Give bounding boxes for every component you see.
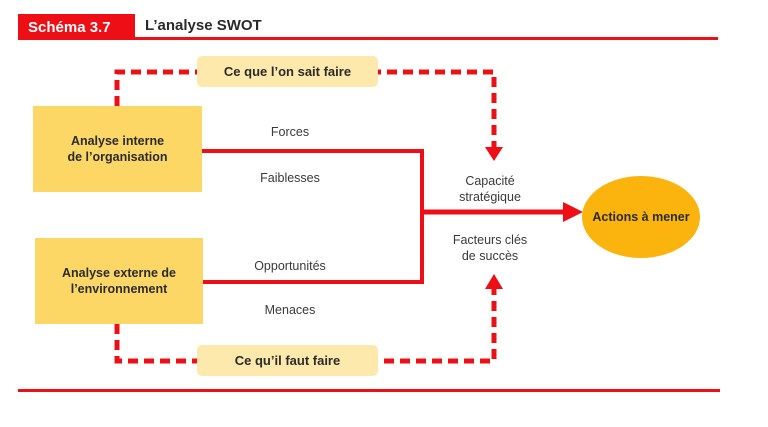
threats-label: Menaces	[264, 303, 316, 317]
dashed-connector-top	[114, 69, 497, 150]
must-do-label: Ce qu’il faut faire	[234, 353, 341, 368]
strengths-label: Forces	[270, 125, 310, 139]
know-how-pill: Ce que l’on sait faire	[197, 56, 378, 87]
top-divider	[18, 37, 718, 40]
figure-number-tag: Schéma 3.7	[18, 14, 135, 40]
actions-ellipse: Actions à mener	[582, 176, 700, 258]
arrowhead-up	[485, 274, 503, 289]
know-how-label: Ce que l’on sait faire	[223, 64, 352, 79]
internal-analysis-label: Analyse interne de l’organisation	[67, 134, 168, 164]
arrowhead-right	[563, 202, 583, 222]
opportunities-label: Opportunités	[254, 259, 326, 273]
solid-connector-internal	[202, 149, 424, 212]
external-analysis-box: Analyse externe de l’environnement	[35, 238, 203, 324]
key-success-factors-label: Facteurs clés de succès	[452, 233, 528, 263]
arrowhead-down	[485, 147, 503, 161]
strategic-capacity-label: Capacité stratégique	[459, 174, 521, 204]
internal-analysis-box: Analyse interne de l’organisation	[33, 106, 202, 192]
bottom-divider	[18, 389, 720, 392]
figure-title: L’analyse SWOT	[145, 17, 262, 34]
actions-label: Actions à mener	[592, 210, 690, 224]
external-analysis-label: Analyse externe de l’environnement	[62, 266, 176, 296]
weaknesses-label: Faiblesses	[260, 171, 320, 185]
solid-connector-external	[203, 212, 424, 284]
must-do-pill: Ce qu’il faut faire	[197, 345, 378, 376]
